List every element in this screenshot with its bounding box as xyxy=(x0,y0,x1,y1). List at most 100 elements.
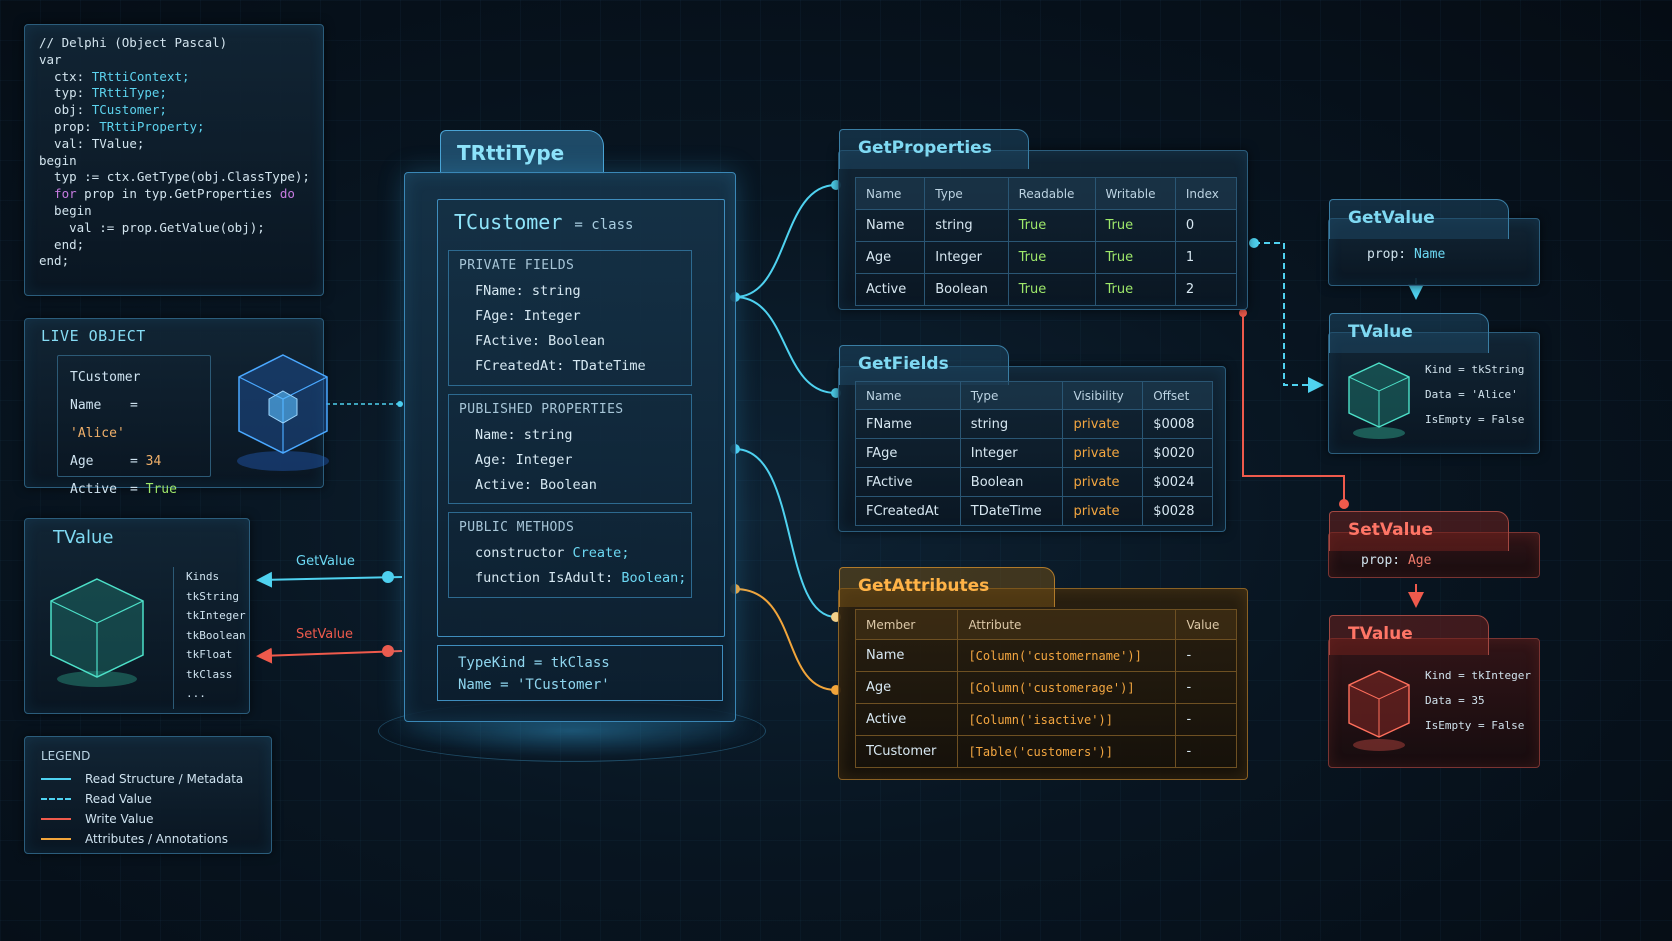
attributes-table: Member Attribute Value Name [Column('cus… xyxy=(854,609,1237,768)
table-row: Active [Column('isactive')] - xyxy=(854,703,1237,736)
code-line: prop in typ.GetProperties xyxy=(76,186,280,202)
type-info: TypeKind = tkClass Name = 'TCustomer' xyxy=(437,645,723,701)
column-header: Member xyxy=(854,609,959,640)
table-row: Name string True True 0 xyxy=(854,209,1238,242)
get-value-title: GetValue xyxy=(1329,199,1509,239)
tvalue-data: Data = 35 xyxy=(1425,694,1485,707)
wire-fields xyxy=(734,296,837,394)
get-attributes-title: GetAttributes xyxy=(839,567,1055,607)
tvalue-read-title: TValue xyxy=(1329,313,1489,353)
code-begin-keyword: begin xyxy=(39,152,77,168)
node xyxy=(382,571,394,583)
method-keyword: constructor xyxy=(475,545,573,561)
code-line: val := prop.GetValue(obj); xyxy=(39,219,265,235)
table-row: Age Integer True True 1 xyxy=(854,241,1238,274)
cell: Name xyxy=(854,639,959,672)
set-value-panel: SetValue prop: Age xyxy=(1328,511,1540,578)
properties-table: Name Type Readable Writable Index Name s… xyxy=(854,177,1238,306)
code-comment: // Delphi (Object Pascal) xyxy=(39,35,228,50)
tvalue-isempty: IsEmpty = False xyxy=(1425,413,1525,426)
live-object-class: TCustomer xyxy=(70,370,141,385)
published-properties-section: PUBLISHED PROPERTIES Name: string Age: I… xyxy=(448,394,692,504)
tvalue-cube-icon xyxy=(50,578,144,687)
field-name: Name xyxy=(70,398,102,413)
table-header-row: Member Attribute Value xyxy=(854,609,1237,640)
code-do-keyword: do xyxy=(279,186,295,202)
cell: True xyxy=(1007,241,1096,274)
cell: TCustomer xyxy=(854,735,959,768)
field-eq: = xyxy=(130,482,146,497)
live-object-row: Active= True xyxy=(70,476,198,504)
cell: $0028 xyxy=(1142,496,1213,526)
cell: Boolean xyxy=(959,467,1064,497)
class-definition: TCustomer = class PRIVATE FIELDS FName: … xyxy=(437,199,725,637)
live-object-row: Age= 34 xyxy=(70,448,198,476)
cell: Active xyxy=(854,273,926,306)
published-property: Active: Boolean xyxy=(475,477,597,493)
node xyxy=(1339,499,1349,509)
kind-item: ... xyxy=(186,687,206,700)
private-field: FCreatedAt: TDateTime xyxy=(475,358,646,374)
cell: True xyxy=(1007,209,1096,242)
table-row: FCreatedAt TDateTime private $0028 xyxy=(855,496,1213,526)
cell: [Column('customername')] xyxy=(957,639,1177,672)
legend-item: Read Structure / Metadata xyxy=(41,769,255,789)
column-header: Type xyxy=(959,381,1064,410)
cell: - xyxy=(1175,703,1237,736)
tvalue-read-cube-icon xyxy=(1348,362,1410,439)
kind-item: tkBoolean xyxy=(186,628,246,642)
node xyxy=(382,645,394,657)
field-value: 34 xyxy=(145,454,162,469)
published-property: Name: string xyxy=(475,427,573,443)
cell: Integer xyxy=(959,438,1064,468)
rtti-type-panel: TCustomer = class PRIVATE FIELDS FName: … xyxy=(404,172,736,722)
set-value-prop: prop: Age xyxy=(1361,553,1431,568)
legend-label: Read Structure / Metadata xyxy=(85,772,244,786)
private-field: FName: string xyxy=(475,283,581,299)
class-suffix: = class xyxy=(574,217,634,233)
cell: 1 xyxy=(1174,241,1238,274)
kind-item: tkInteger xyxy=(186,609,246,622)
cell: - xyxy=(1175,639,1237,672)
node xyxy=(1239,309,1247,317)
kind-item: tkString xyxy=(186,589,239,603)
tvalue-data: Data = 'Alice' xyxy=(1425,388,1518,401)
get-properties-title: GetProperties xyxy=(839,129,1029,169)
cell: TDateTime xyxy=(959,496,1064,526)
kind-item: tkFloat xyxy=(186,648,233,661)
column-header: Attribute xyxy=(957,609,1177,640)
cell: private xyxy=(1062,409,1144,439)
get-value-arrow-label: GetValue xyxy=(296,554,355,569)
cell: Age xyxy=(854,241,926,274)
cell: Active xyxy=(854,703,959,736)
get-properties-panel: GetProperties Name Type Readable Writabl… xyxy=(838,129,1248,310)
field-name: Age xyxy=(70,454,94,469)
code-decl-type: TValue; xyxy=(91,135,145,151)
tvalue-write-values: Kind = tkInteger Data = 35 IsEmpty = Fal… xyxy=(1425,663,1531,738)
kind-item: Kinds xyxy=(186,570,220,583)
code-for-keyword: for xyxy=(39,186,77,202)
tvalue-write-title: TValue xyxy=(1329,615,1489,655)
public-method: function IsAdult: Boolean; xyxy=(459,566,686,591)
legend-item: Read Value xyxy=(41,789,255,809)
live-object-title: LIVE OBJECT xyxy=(41,327,146,345)
code-decl-name: obj: xyxy=(39,102,92,118)
cell: [Table('customers')] xyxy=(957,735,1177,768)
column-header: Value xyxy=(1175,609,1237,640)
code-decl-type: TRttiProperty; xyxy=(99,118,205,134)
cell: private xyxy=(1062,496,1144,526)
prop-value: Name xyxy=(1413,247,1446,262)
published-property: Age: Integer xyxy=(475,452,573,468)
cell: True xyxy=(1094,241,1176,274)
class-name: TCustomer = class xyxy=(454,210,633,234)
cell: private xyxy=(1062,467,1144,497)
cell: FAge xyxy=(855,438,961,468)
legend-label: Read Value xyxy=(85,792,152,806)
private-field: FAge: Integer xyxy=(475,308,581,324)
wire-read-value xyxy=(1254,242,1324,393)
get-fields-panel: GetFields Name Type Visibility Offset FN… xyxy=(838,345,1226,532)
table-header-row: Name Type Visibility Offset xyxy=(855,381,1213,410)
table-row: Name [Column('customername')] - xyxy=(854,639,1237,672)
tvalue-read-panel: TValue Kind = tkString Data = 'Alice' Is… xyxy=(1328,313,1540,454)
section-header: PRIVATE FIELDS xyxy=(459,258,575,273)
